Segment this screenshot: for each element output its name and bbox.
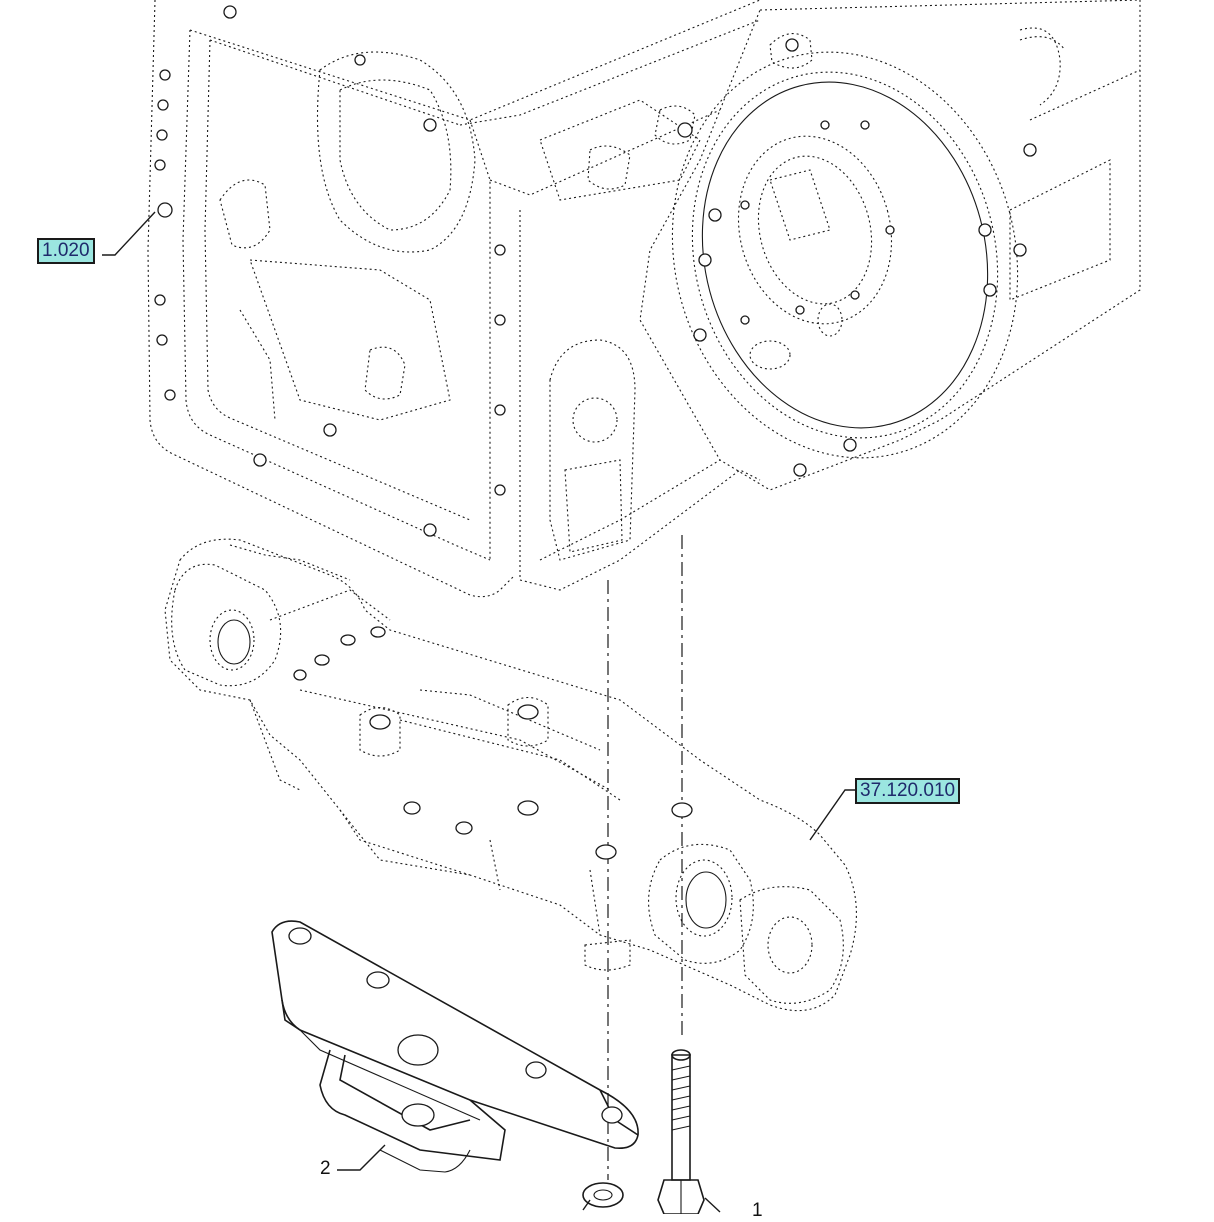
- item-number-bolt: 1: [752, 1200, 763, 1221]
- flywheel-disc: [671, 51, 1037, 477]
- mounting-bracket: [271, 920, 639, 1173]
- front-axle-support: [164, 538, 857, 1012]
- item-number-bracket: 2: [320, 1158, 331, 1179]
- washer: [582, 1182, 624, 1208]
- transmission-housing: [147, 0, 1141, 598]
- leader-lines: [102, 211, 855, 1213]
- reference-tag-axle-support[interactable]: 37.120.010: [855, 778, 961, 804]
- hex-bolt: [657, 1049, 705, 1214]
- assembly-center-lines: [607, 535, 683, 1180]
- reference-tag-housing[interactable]: 1.020: [37, 238, 95, 264]
